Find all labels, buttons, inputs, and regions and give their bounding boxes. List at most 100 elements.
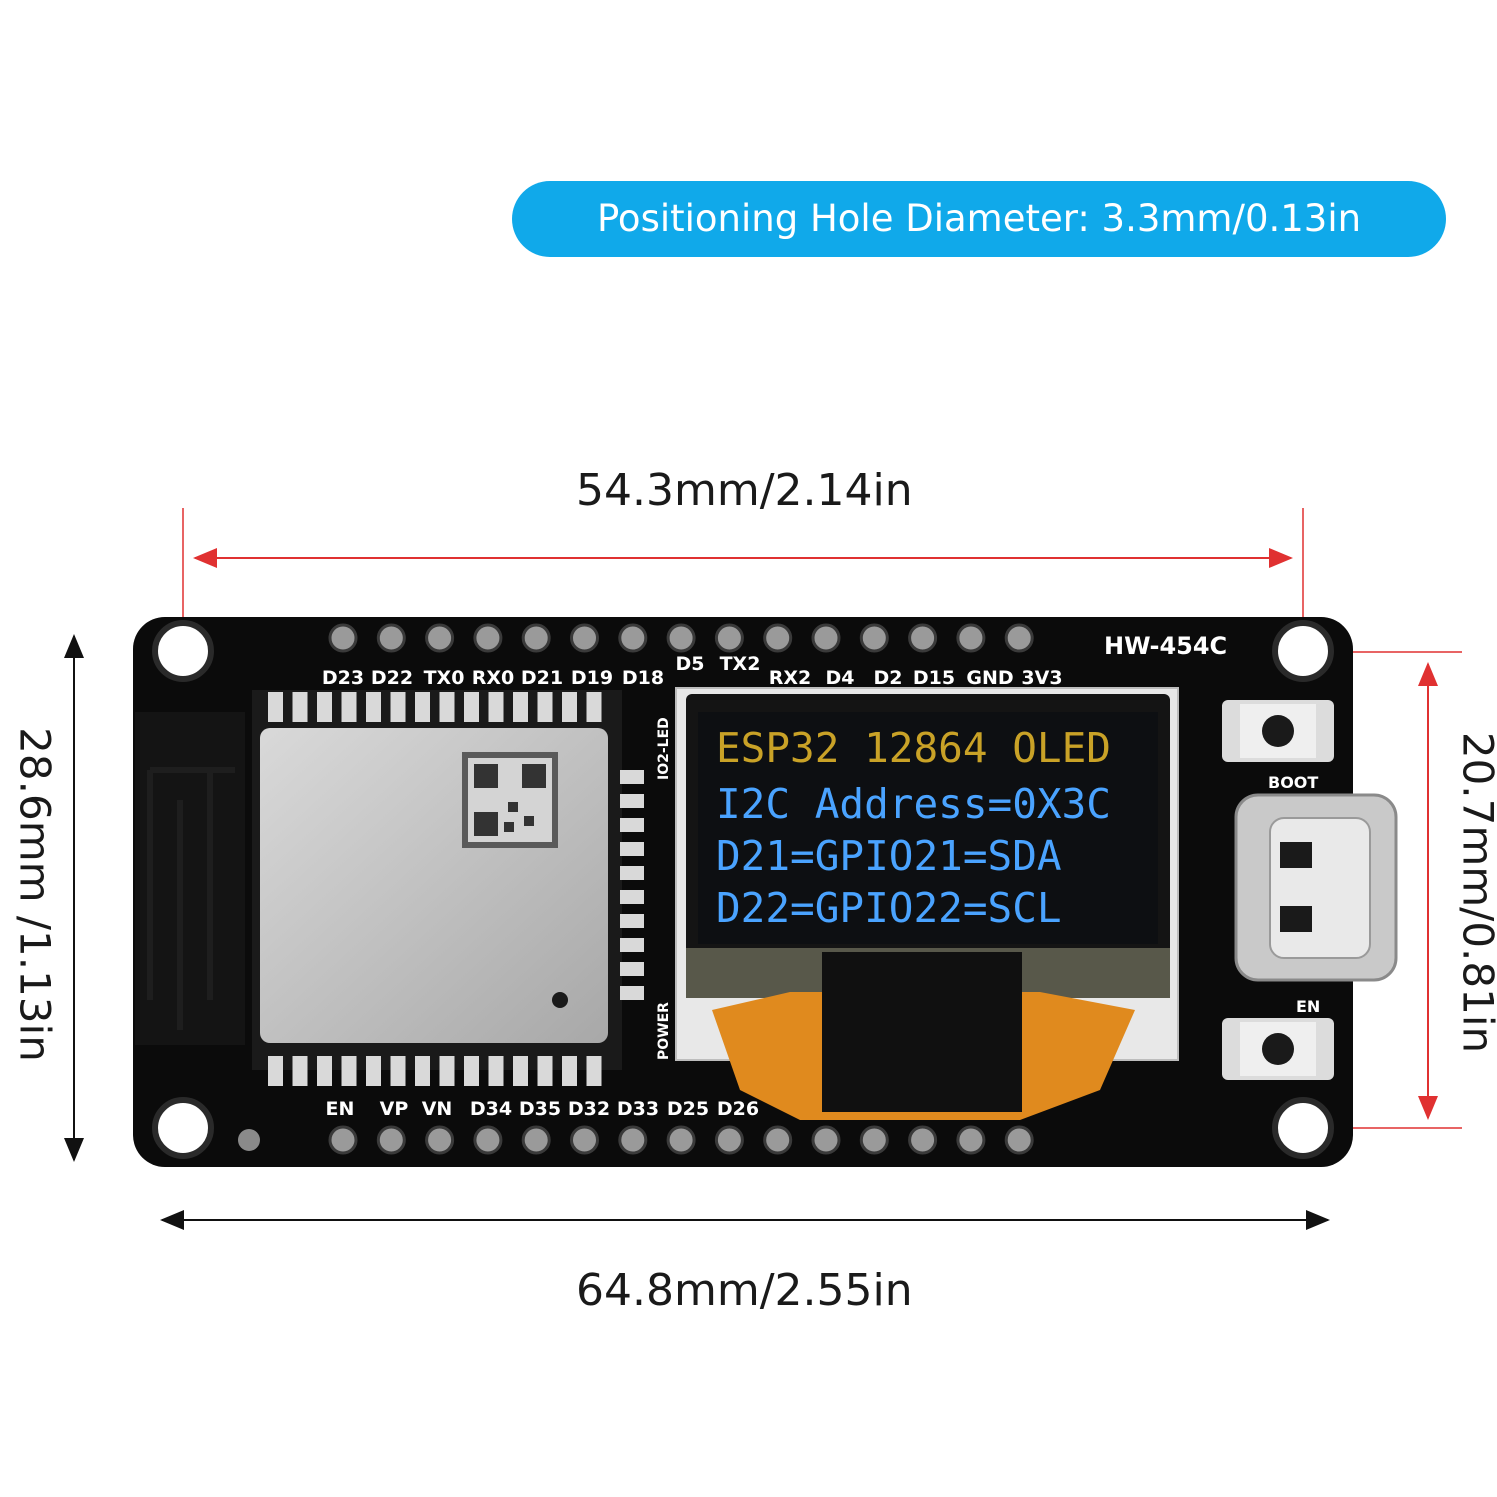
header-pin — [425, 623, 455, 653]
module-pad — [439, 1056, 455, 1086]
boot-label: BOOT — [1268, 773, 1318, 792]
bottom-pin-label: D33 — [617, 1098, 659, 1120]
module-pad — [488, 692, 504, 722]
header-pin — [763, 623, 793, 653]
module-pad — [366, 1056, 381, 1086]
top-pin-label: D19 — [571, 667, 613, 689]
header-pin — [714, 1125, 744, 1155]
board-width-label: 64.8mm/2.55in — [576, 1265, 913, 1316]
header-pin — [666, 1125, 696, 1155]
hole-diameter-banner: Positioning Hole Diameter: 3.3mm/0.13in — [512, 181, 1446, 257]
qr-code-icon — [462, 752, 558, 848]
module-pad — [268, 1056, 283, 1086]
bottom-pin-label: VP — [380, 1098, 409, 1120]
bottom-pin-label: EN — [326, 1098, 355, 1120]
oled-line-address: I2C Address=0X3C — [716, 780, 1111, 828]
module-pad — [366, 692, 381, 722]
power-label: POWER — [656, 1002, 672, 1060]
bottom-pin-label: D25 — [667, 1098, 709, 1120]
module-pad — [317, 692, 332, 722]
header-pin — [570, 623, 599, 653]
bottom-pin-label: D32 — [568, 1098, 610, 1120]
top-pin-label: D2 — [874, 667, 903, 689]
oled-line-title: ESP32 12864 OLED — [716, 724, 1111, 772]
mounting-holes — [152, 620, 1334, 1159]
header-pin — [618, 1125, 648, 1155]
module-pad — [292, 1056, 308, 1086]
hole-spacing-width-label: 54.3mm/2.14in — [576, 465, 913, 516]
header-pin — [521, 623, 551, 653]
top-header-pins — [328, 623, 1034, 653]
header-pin — [859, 1125, 889, 1155]
top-pin-label: D4 — [826, 667, 855, 689]
module-pad — [439, 692, 455, 722]
top-pin-label: GND — [966, 667, 1013, 689]
header-pin — [908, 1125, 938, 1155]
module-pad — [317, 1056, 332, 1086]
module-pad — [562, 692, 577, 722]
esp32-module — [252, 690, 644, 1086]
module-pad — [620, 818, 644, 832]
bottom-pin-label: D35 — [519, 1098, 561, 1120]
board-model-label: HW-454C — [1104, 632, 1227, 660]
module-pad — [620, 842, 644, 856]
module-pad — [537, 692, 553, 722]
module-pad — [268, 692, 283, 722]
header-pin — [956, 1125, 986, 1155]
header-pin — [1004, 1125, 1034, 1155]
module-pad — [341, 1056, 357, 1086]
oled-line-sda: D21=GPIO21=SDA — [716, 832, 1062, 880]
module-pad — [513, 692, 528, 722]
module-pad — [586, 692, 602, 722]
extra-pin — [238, 1129, 260, 1151]
top-pin-label: D5 — [676, 653, 705, 675]
usb-c-port — [1234, 793, 1398, 982]
header-pin — [425, 1125, 455, 1155]
led-label: IO2-LED — [656, 717, 672, 780]
header-pin — [763, 1125, 793, 1155]
module-pad — [620, 962, 644, 976]
header-pin — [714, 623, 744, 653]
module-pad — [620, 938, 644, 952]
module-pad — [390, 1056, 406, 1086]
header-pin — [521, 1125, 551, 1155]
header-pin — [473, 1125, 503, 1155]
header-pin — [956, 623, 986, 653]
module-pad — [620, 890, 644, 904]
mounting-hole-bottom-left — [152, 1097, 214, 1159]
header-pin — [328, 1125, 358, 1155]
bottom-pin-label: VN — [422, 1098, 453, 1120]
mounting-hole-bottom-right — [1272, 1097, 1334, 1159]
header-pin — [666, 623, 696, 653]
header-pin — [859, 623, 889, 653]
mounting-hole-top-left — [152, 620, 214, 682]
header-pin — [908, 623, 938, 653]
module-pad — [620, 914, 644, 928]
module-pad — [620, 794, 644, 808]
antenna-area — [135, 712, 245, 1045]
top-pin-label: D18 — [622, 667, 664, 689]
module-pad — [586, 1056, 602, 1086]
en-button-label: EN — [1296, 997, 1320, 1016]
top-pin-label: TX0 — [424, 667, 465, 689]
top-pin-label: TX2 — [720, 653, 761, 675]
header-pin — [328, 623, 358, 653]
flex-cable — [822, 952, 1022, 1112]
module-pad — [415, 692, 430, 722]
header-pin — [1004, 623, 1034, 653]
header-pin — [618, 623, 648, 653]
module-pad — [292, 692, 308, 722]
module-pad — [537, 1056, 553, 1086]
top-pin-label: D22 — [371, 667, 413, 689]
header-pin — [811, 623, 841, 653]
top-pin-label: D21 — [521, 667, 563, 689]
module-pad — [390, 692, 406, 722]
module-pad — [620, 770, 644, 784]
module-pad — [415, 1056, 430, 1086]
header-pin — [376, 1125, 406, 1155]
module-pad — [562, 1056, 577, 1086]
header-pin — [473, 623, 503, 653]
